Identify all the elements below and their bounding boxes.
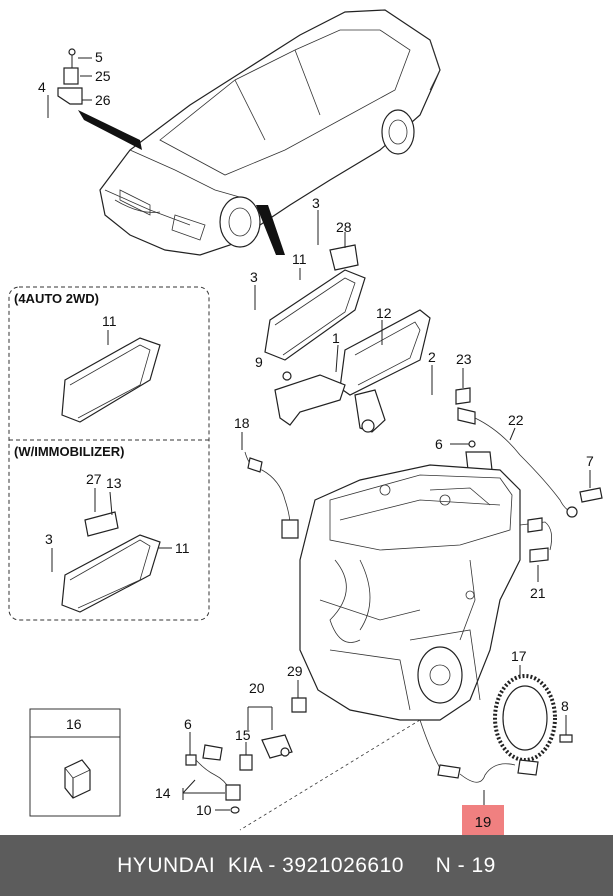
- inset-frame: [8, 286, 210, 621]
- callout-26: 26: [95, 92, 111, 108]
- pointer-arrow: [78, 110, 142, 150]
- oxygen-sensor-18: [241, 432, 299, 539]
- part-16-frame: [29, 708, 121, 817]
- callout-17: 17: [511, 648, 527, 664]
- callout-18: 18: [234, 415, 250, 431]
- sensor-29: [291, 680, 307, 713]
- callout-10: 10: [196, 802, 212, 818]
- callout-6: 6: [435, 436, 443, 452]
- callout-15: 15: [235, 727, 251, 743]
- callout-21: 21: [530, 585, 546, 601]
- bracket-20-15: [239, 706, 293, 771]
- main-ecu-module: [254, 210, 366, 361]
- pointer-arrow: [256, 205, 285, 255]
- callout-3: 3: [312, 195, 320, 211]
- callout-1: 1: [332, 330, 340, 346]
- callout-4: 4: [38, 79, 46, 95]
- callout-11: 11: [102, 313, 117, 329]
- parts-diagram: 5 25 26 4 (4AUTO 2WD) (W/IMMOBILIZER) 11…: [8, 9, 603, 831]
- callout-11: 11: [292, 251, 307, 267]
- sensor-bracket-group: [47, 48, 92, 118]
- callout-11: 11: [175, 540, 190, 556]
- callout-28: 28: [336, 219, 352, 235]
- sensor-6-14-10: [182, 732, 241, 814]
- inset-title-immobilizer: (W/IMMOBILIZER): [14, 444, 124, 459]
- relay-part: [64, 759, 91, 799]
- callout-27: 27: [86, 471, 102, 487]
- page-reference: N - 19: [435, 853, 496, 877]
- callout-9: 9: [255, 354, 263, 370]
- inset-title-auto-2wd: (4AUTO 2WD): [14, 291, 99, 306]
- highlighted-part-marker: [462, 805, 504, 835]
- ecu-module-immobilizer: [51, 488, 172, 613]
- car-illustration: [99, 9, 441, 256]
- callout-3: 3: [250, 269, 258, 285]
- callout-19: 19: [475, 814, 492, 831]
- ecu-module: [61, 330, 161, 423]
- callout-23: 23: [456, 351, 472, 367]
- callout-5: 5: [95, 49, 103, 65]
- engine-block: [299, 464, 521, 721]
- callout-6: 6: [184, 716, 192, 732]
- bolt-8: [559, 715, 573, 743]
- callout-25: 25: [95, 68, 111, 84]
- callout-12: 12: [376, 305, 392, 321]
- crank-sensor-19: [239, 719, 539, 831]
- callout-29: 29: [287, 663, 303, 679]
- callout-13: 13: [106, 475, 122, 491]
- highlighted-callout: 19: [475, 814, 492, 831]
- part-number-label: HYUNDAI KIA - 3921026610: [117, 853, 404, 877]
- sensor-23-22: [455, 368, 578, 518]
- reluctor-ring-17: [493, 665, 557, 762]
- callout-16: 16: [66, 716, 82, 732]
- callout-2: 2: [428, 349, 436, 365]
- bracket-assembly: [274, 309, 433, 433]
- sensor-21: [519, 517, 553, 582]
- callout-22: 22: [508, 412, 524, 428]
- footer-bar: HYUNDAI KIA - 3921026610 N - 19: [0, 835, 613, 896]
- callout-20: 20: [249, 680, 265, 696]
- callout-8: 8: [561, 698, 569, 714]
- callout-7: 7: [586, 453, 594, 469]
- bolt-7: [579, 470, 603, 503]
- callout-3: 3: [45, 531, 53, 547]
- callout-14: 14: [155, 785, 171, 801]
